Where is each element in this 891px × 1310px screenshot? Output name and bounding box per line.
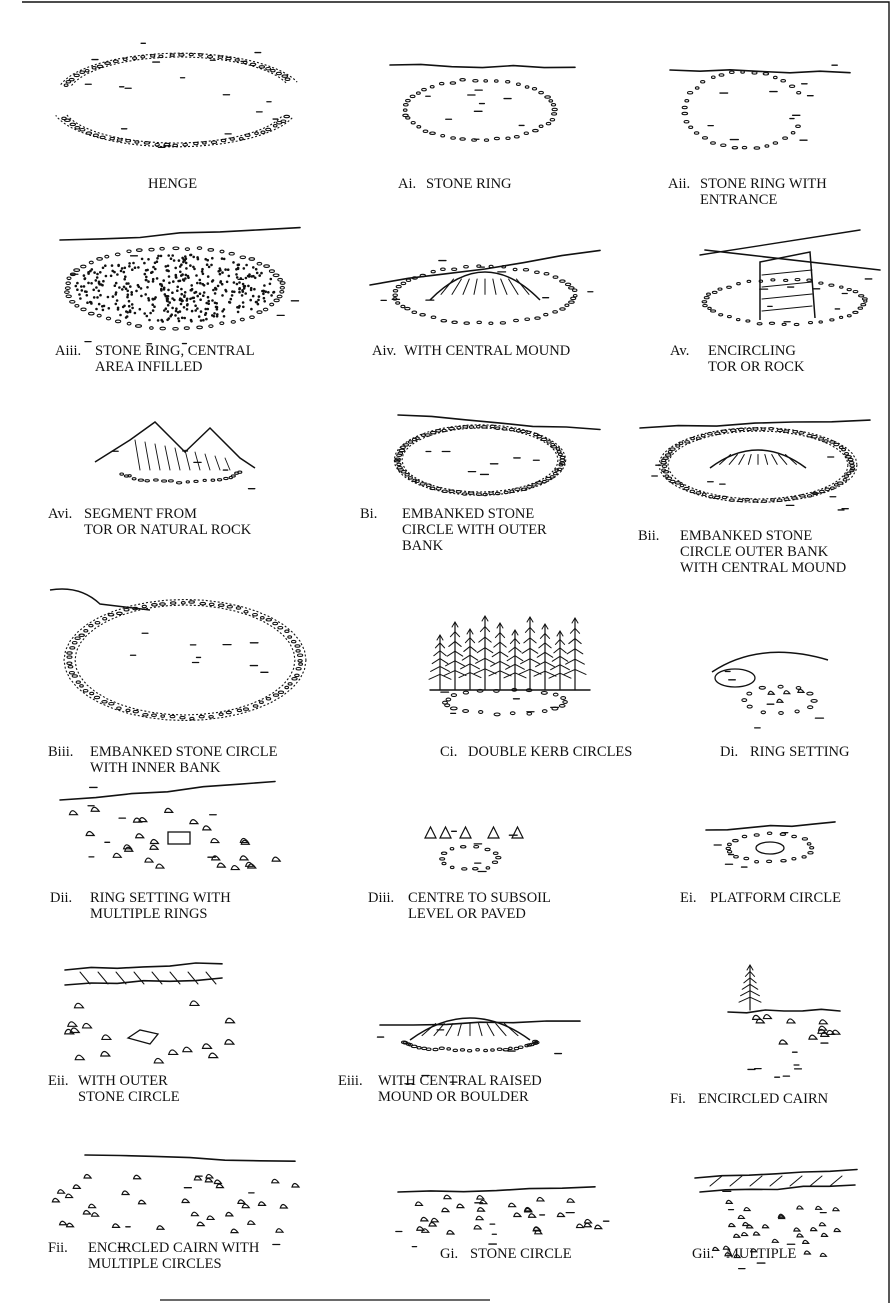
panel-caption: Bi. EMBANKED STONECIRCLE WITH OUTERBANK [360,506,547,554]
panel-caption-line: DOUBLE KERB CIRCLES [468,744,632,760]
panel-caption: Fi. ENCIRCLED CAIRN [670,1091,829,1107]
sketch-double-kerb [429,616,590,716]
panel-caption: Eii. WITH OUTERSTONE CIRCLE [48,1073,180,1105]
panel-code: Diii. [368,890,394,906]
panel-caption: Ci. DOUBLE KERB CIRCLES [440,744,632,760]
sketch-tor-segment [95,422,255,489]
sketch-ring-setting [712,652,828,728]
panel-caption-line: LEVEL OR PAVED [408,906,526,922]
panel-caption-line: WITH INNER BANK [90,760,221,776]
panel-code: Eii. [48,1073,69,1089]
panel-caption-line: RING SETTING WITH [90,890,231,906]
panel-caption: Aiii. STONE RING, CENTRALAREA INFILLED [55,343,255,375]
panel-code: Ci. [440,744,457,760]
panel-caption: Di. RING SETTING [720,744,850,760]
panel-caption: Ai. STONE RING [398,176,512,192]
panel-caption: Eiii. WITH CENTRAL RAISEDMOUND OR BOULDER [338,1073,542,1105]
panel-caption-line: STONE RING [426,176,512,192]
panel-caption-line: ENCIRCLED CAIRN [698,1091,829,1107]
sketch-cairn-multiple-circles [52,1155,299,1247]
panel-caption-line: ENTRANCE [700,192,777,208]
sketch-encircled-cairn [728,965,840,1077]
sketch-embanked-outer-mound [640,420,870,510]
panel-caption-line: SEGMENT FROM [84,506,197,522]
panel-caption: Gi. STONE CIRCLE [440,1246,572,1262]
panel-caption: Avi. SEGMENT FROMTOR OR NATURAL ROCK [48,506,252,538]
panel-caption-line: MULTIPLE RINGS [90,906,208,922]
panel-caption: Aiv. WITH CENTRAL MOUND [372,343,570,359]
panel-code: Fi. [670,1091,686,1107]
panel-code: Avi. [48,506,72,522]
panel-caption: Fii. ENCIRCLED CAIRN WITHMULTIPLE CIRCLES [48,1240,260,1272]
panel-code: Ai. [398,176,416,192]
panel-caption-line: EMBANKED STONE [402,506,534,522]
panel-caption-line: RING SETTING [750,744,850,760]
sketch-platform-circle [706,822,835,867]
sketch-stone-circle [396,1187,609,1247]
sketch-multiple-rings [60,782,280,870]
panel-caption-line: CENTRE TO SUBSOIL [408,890,551,906]
panel-caption-line: EMBANKED STONE [680,528,812,544]
sketch-encircling-tor [700,230,880,326]
panel-caption-line: STONE RING, CENTRAL [95,343,255,359]
panel-caption-line: MULTIPLE [726,1246,796,1262]
panel-caption: Bii. EMBANKED STONECIRCLE OUTER BANKWITH … [638,528,846,576]
panel-caption-line: CIRCLE WITH OUTER [402,522,547,538]
panel-caption-line: MOUND OR BOULDER [378,1089,529,1105]
panel-caption-line: ENCIRCLING [708,343,796,359]
panel-code: Ei. [680,890,697,906]
sketch-henge [56,43,298,147]
panel-code: Di. [720,744,738,760]
panel-caption-line: BANK [402,538,444,554]
panel-caption-line: WITH CENTRAL RAISED [378,1073,542,1089]
panel-caption-line: STONE CIRCLE [78,1089,180,1105]
panel-code: Gii. [692,1246,714,1262]
sketch-stone-ring-entrance [670,65,850,149]
panel-caption-line: CIRCLE OUTER BANK [680,544,829,560]
panel-caption-line: STONE RING WITH [700,176,827,192]
panel-code: Dii. [50,890,72,906]
panel-caption-line: PLATFORM CIRCLE [710,890,841,906]
sketch-stone-ring [390,64,575,141]
sketch-embanked-inner [50,589,306,721]
panel-caption: Ei. PLATFORM CIRCLE [680,890,841,906]
panel-caption: Gii. MULTIPLE [692,1246,796,1262]
panel-caption-line: TOR OR ROCK [708,359,805,375]
panel-code: Fii. [48,1240,68,1256]
panel-caption-line: EMBANKED STONE CIRCLE [90,744,278,760]
panel-code: Gi. [440,1246,458,1262]
sketch-central-mound [370,250,600,324]
panel-caption: HENGE [148,176,197,192]
panel-code: Bii. [638,528,659,544]
panel-caption-line: HENGE [148,176,197,192]
panel-code: Bi. [360,506,377,522]
panel-caption-line: ENCIRCLED CAIRN WITH [88,1240,260,1256]
panel-caption: Av. ENCIRCLINGTOR OR ROCK [670,343,805,375]
panel-caption: Dii. RING SETTING WITHMULTIPLE RINGS [50,890,231,922]
sketch-embanked-outer [394,415,600,496]
panel-caption-line: WITH CENTRAL MOUND [404,343,570,359]
panel-caption-line: WITH CENTRAL MOUND [680,560,846,576]
panel-code: Av. [670,343,689,359]
panel-caption-line: TOR OR NATURAL ROCK [84,522,252,538]
panel-code: Aii. [668,176,690,192]
sketch-infilled-ring [60,228,300,344]
panel-code: Aiv. [372,343,396,359]
panel-caption-line: STONE CIRCLE [470,1246,572,1262]
sketch-outer-stone-circle [65,963,235,1063]
panel-caption-line: WITH OUTER [78,1073,168,1089]
panel-caption: Diii. CENTRE TO SUBSOILLEVEL OR PAVED [368,890,551,922]
panel-code: Eiii. [338,1073,363,1089]
panel-caption-line: AREA INFILLED [95,359,203,375]
panel-caption-line: MULTIPLE CIRCLES [88,1256,222,1272]
panel-code: Aiii. [55,343,81,359]
panel-code: Biii. [48,744,73,760]
sketch-subsoil-paved [425,827,523,872]
panel-caption: Biii. EMBANKED STONE CIRCLEWITH INNER BAN… [48,744,278,776]
panel-caption: Aii. STONE RING WITHENTRANCE [668,176,827,208]
